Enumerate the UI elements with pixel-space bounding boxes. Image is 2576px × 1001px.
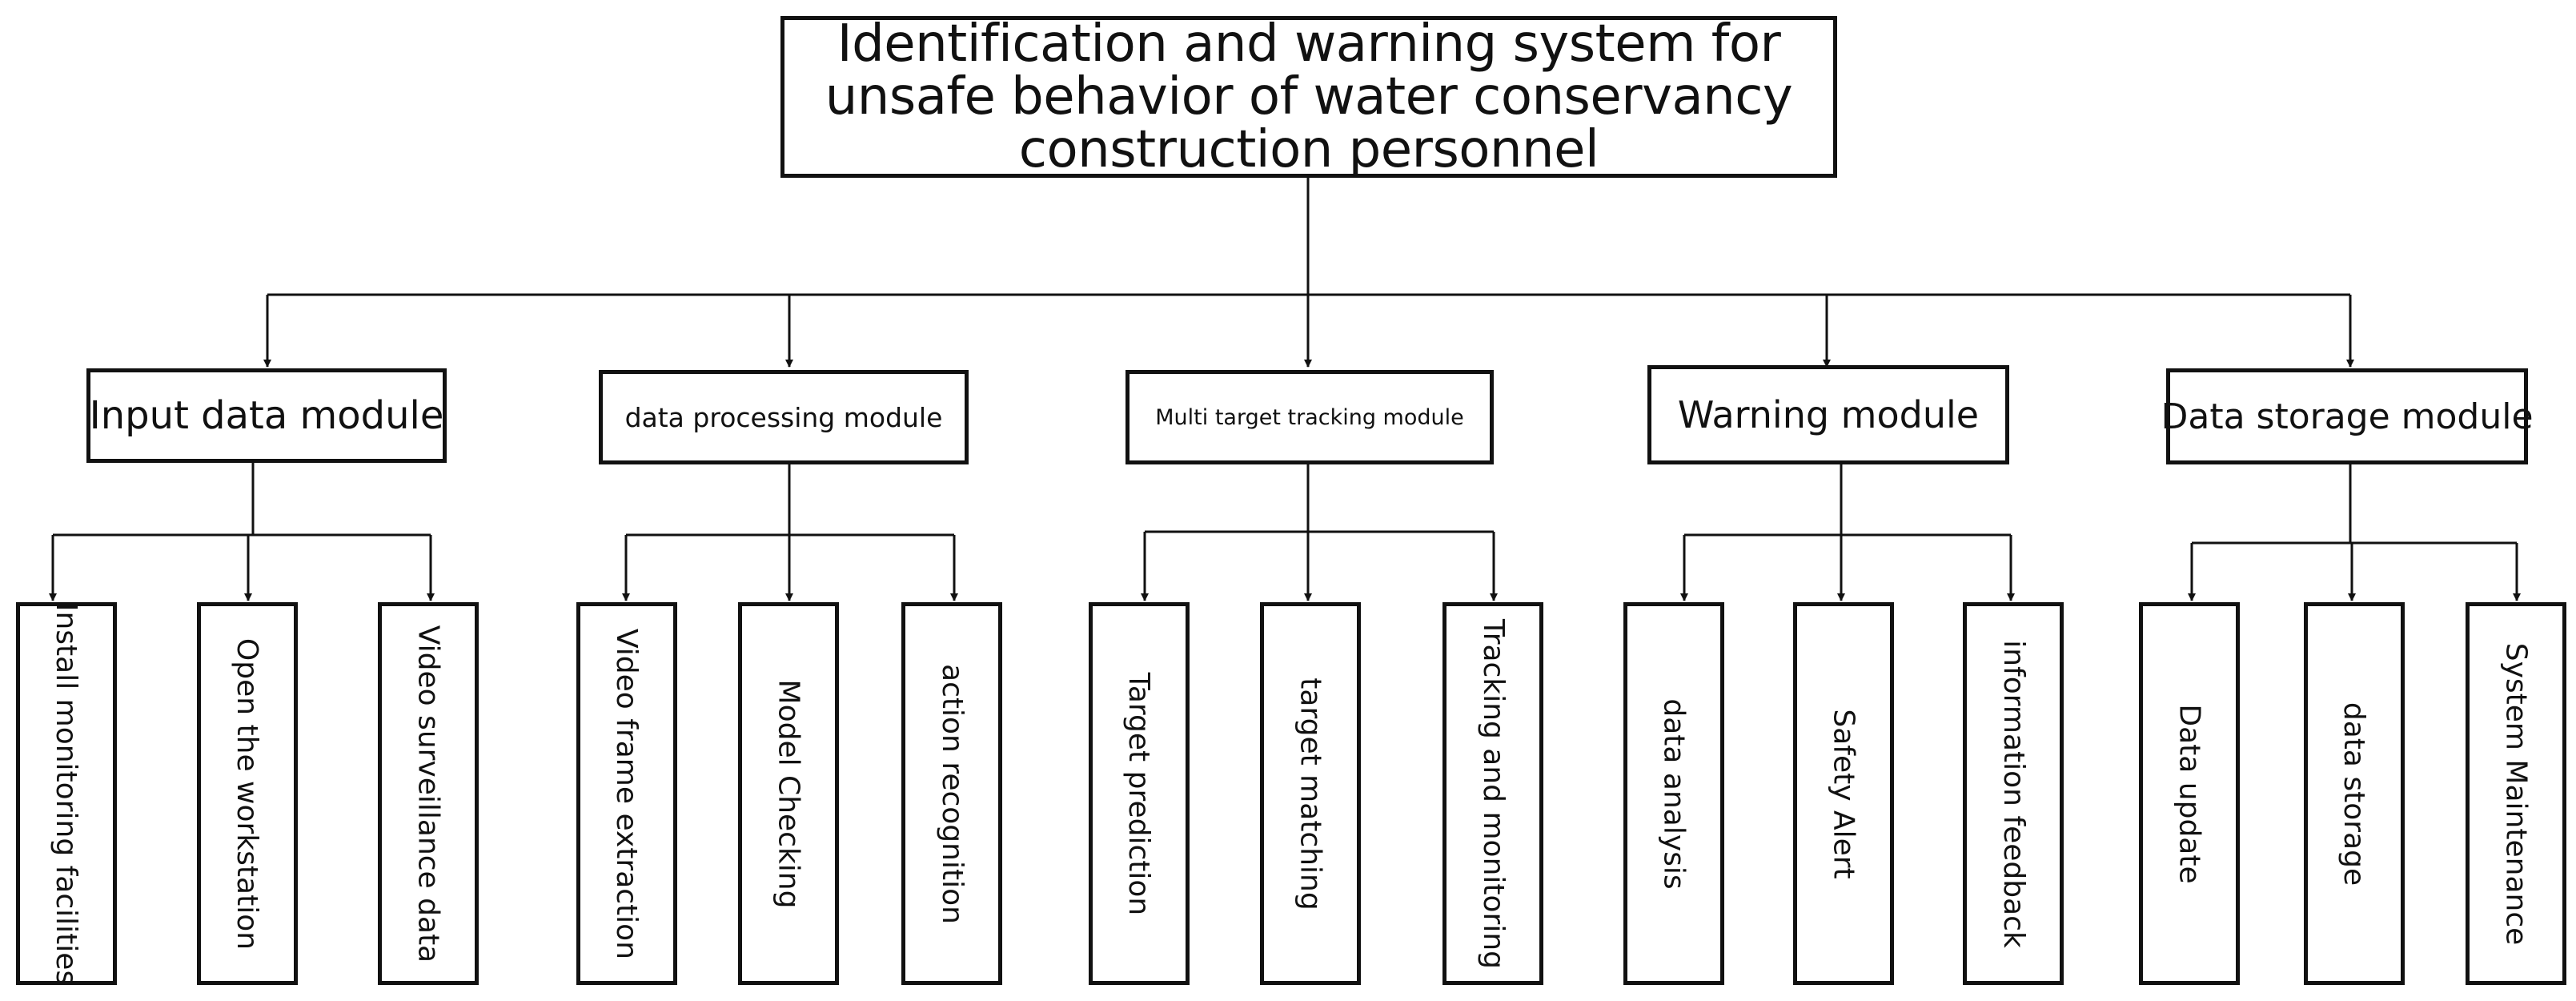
leaf-model-checking: Model Checking: [738, 602, 839, 985]
leaf-data-update: Data update: [2139, 602, 2240, 985]
leaf-label: Video frame extraction: [610, 628, 644, 959]
leaf-open-the-workstation: Open the workstation: [197, 602, 298, 985]
leaf-label: Data update: [2173, 703, 2206, 884]
leaf-video-surveillance-data: Video surveillance data: [378, 602, 479, 985]
leaf-system-maintenance: System Maintenance: [2466, 602, 2566, 985]
leaf-label: action recognition: [935, 663, 969, 924]
leaf-tracking-and-monitoring: Tracking and monitoring: [1442, 602, 1543, 985]
leaf-label: Open the workstation: [231, 637, 264, 950]
leaf-data-analysis: data analysis: [1623, 602, 1724, 985]
leaf-target-matching: target matching: [1260, 602, 1361, 985]
leaf-label: data storage: [2337, 702, 2371, 886]
leaf-target-prediction: Target prediction: [1089, 602, 1190, 985]
module-warning: Warning module: [1647, 365, 2009, 464]
system-title-box: Identification and warning system for un…: [780, 16, 1837, 178]
title-line-2: unsafe behavior of water conservancy: [825, 67, 1793, 127]
module-multi-target-tracking: Multi target tracking module: [1125, 370, 1494, 464]
leaf-label: Target prediction: [1122, 672, 1156, 915]
leaf-video-frame-extraction: Video frame extraction: [576, 602, 677, 985]
leaf-label: target matching: [1294, 677, 1327, 911]
leaf-label: Video surveillance data: [411, 625, 445, 963]
leaf-install-monitoring-facilities: Install monitoring facilities: [16, 602, 117, 985]
leaf-information-feedback: information feedback: [1963, 602, 2064, 985]
leaf-label: information feedback: [1996, 639, 2030, 948]
module-input-data: Input data module: [86, 368, 447, 463]
leaf-data-storage: data storage: [2304, 602, 2405, 985]
title-line-1: Identification and warning system for: [837, 14, 1781, 74]
leaf-label: Tracking and monitoring: [1476, 618, 1510, 969]
leaf-label: data analysis: [1657, 697, 1691, 890]
system-title: Identification and warning system for un…: [825, 18, 1793, 176]
leaf-label: Install monitoring facilities: [50, 602, 83, 985]
leaf-label: Model Checking: [772, 679, 805, 908]
leaf-action-recognition: action recognition: [901, 602, 1002, 985]
module-data-storage: Data storage module: [2161, 368, 2534, 464]
leaf-label: System Maintenance: [2499, 642, 2533, 945]
leaf-label: Safety Alert: [1827, 708, 1860, 879]
module-data-processing: data processing module: [599, 370, 969, 464]
title-line-3: construction personnel: [1018, 120, 1599, 179]
leaf-safety-alert: Safety Alert: [1793, 602, 1894, 985]
